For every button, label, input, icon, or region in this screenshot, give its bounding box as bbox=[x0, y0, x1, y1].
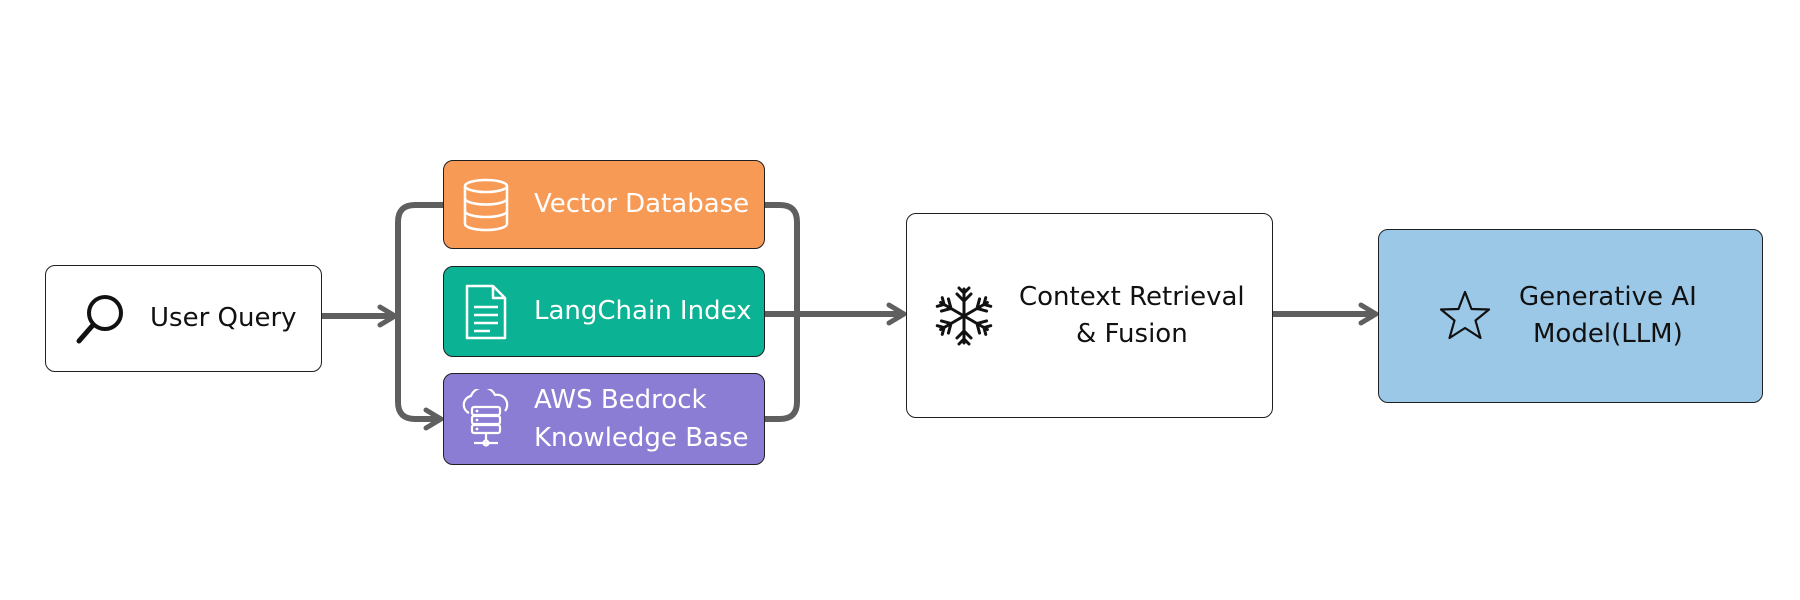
edge-to-vector-database bbox=[395, 202, 443, 316]
cloud-server-icon bbox=[456, 389, 516, 449]
context-fusion-label-line1: Context Retrieval bbox=[1019, 281, 1245, 312]
langchain-index-node: LangChain Index bbox=[443, 266, 765, 357]
aws-bedrock-label-line2: Knowledge Base bbox=[534, 423, 749, 453]
edge-to-aws-bedrock bbox=[395, 316, 444, 431]
llm-label-line2: Model(LLM) bbox=[1533, 319, 1683, 349]
llm-label-line1: Generative AI bbox=[1519, 282, 1697, 312]
aws-bedrock-label: AWS Bedrock Knowledge Base bbox=[534, 381, 749, 457]
document-icon bbox=[456, 282, 516, 342]
llm-node: Generative AI Model(LLM) bbox=[1378, 229, 1763, 403]
database-icon bbox=[456, 175, 516, 235]
context-fusion-label-line2: & Fusion bbox=[1075, 318, 1188, 349]
edge-vector-database-to-merge bbox=[765, 202, 800, 314]
context-fusion-node: Context Retrieval & Fusion bbox=[906, 213, 1273, 418]
search-icon bbox=[70, 289, 130, 349]
star-icon bbox=[1437, 288, 1493, 344]
aws-bedrock-node: AWS Bedrock Knowledge Base bbox=[443, 373, 765, 465]
user-query-label: User Query bbox=[150, 303, 297, 333]
edge-aws-bedrock-to-merge bbox=[765, 314, 800, 422]
snowflake-icon bbox=[931, 283, 997, 349]
vector-database-node: Vector Database bbox=[443, 160, 765, 249]
langchain-index-label: LangChain Index bbox=[534, 296, 752, 326]
context-fusion-label: Context Retrieval & Fusion bbox=[1019, 279, 1245, 353]
llm-label: Generative AI Model(LLM) bbox=[1519, 279, 1697, 353]
aws-bedrock-label-line1: AWS Bedrock bbox=[534, 385, 707, 415]
user-query-node: User Query bbox=[45, 265, 322, 372]
vector-database-label: Vector Database bbox=[534, 189, 750, 219]
